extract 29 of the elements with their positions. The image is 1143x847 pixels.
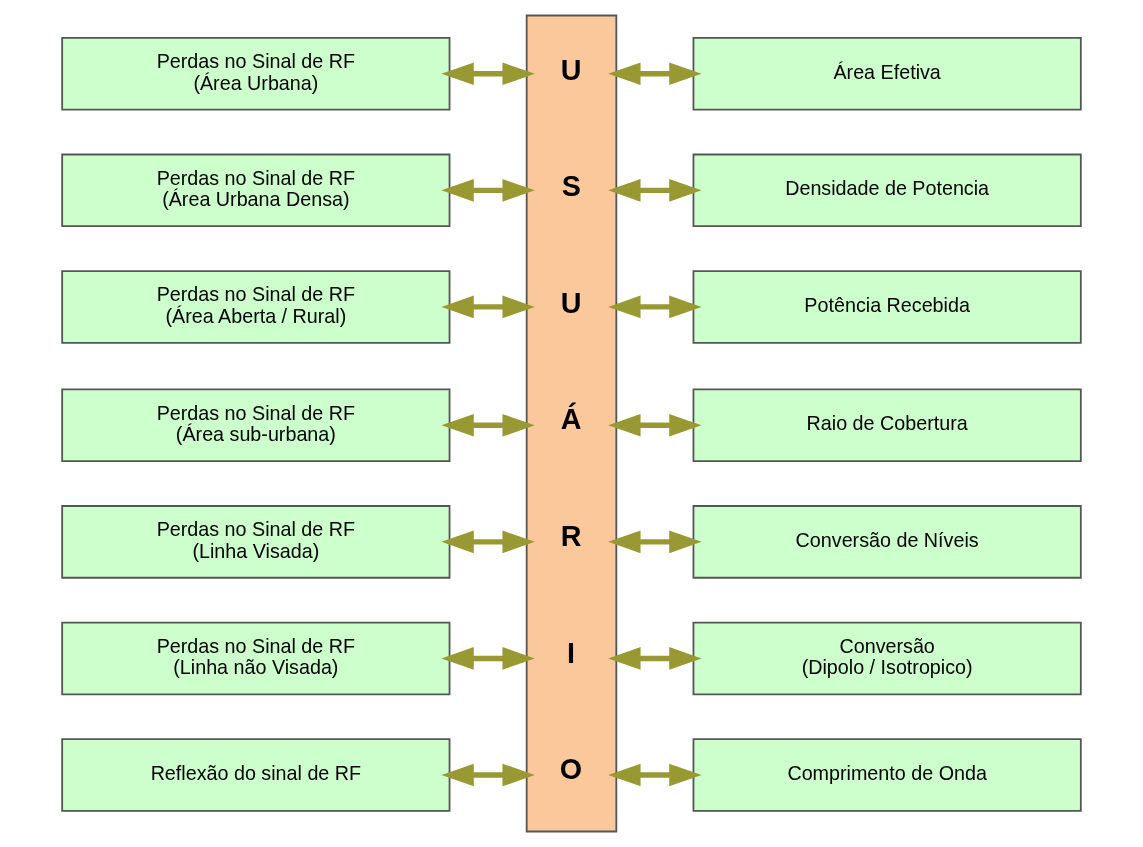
- node-box: Reflexão do sinal de RF: [61, 738, 451, 812]
- arrow: [441, 179, 535, 202]
- arrow: [608, 647, 702, 670]
- node-box: Perdas no Sinal de RF (Área Urbana): [61, 37, 451, 111]
- arrow: [441, 413, 535, 437]
- node-box: U S U Á R I O: [525, 14, 618, 833]
- node-box: Densidade de Potencia: [692, 153, 1082, 228]
- node-box: Perdas no Sinal de RF (Área Urbana Densa): [61, 153, 451, 228]
- arrow: [441, 763, 535, 787]
- arrow: [608, 295, 702, 319]
- node-box: Potência Recebida: [692, 270, 1082, 344]
- node-box: Conversão de Níveis: [692, 505, 1082, 579]
- arrow: [608, 413, 702, 437]
- arrow: [608, 179, 702, 202]
- arrow: [608, 763, 702, 787]
- arrow: [441, 530, 535, 554]
- node-box: Raio de Cobertura: [692, 388, 1082, 463]
- node-box: Perdas no Sinal de RF (Área sub-urbana): [61, 388, 451, 463]
- arrow: [608, 62, 702, 86]
- node-box: Conversão (Dipolo / Isotropico): [692, 621, 1082, 696]
- arrow: [441, 647, 535, 670]
- node-box: Perdas no Sinal de RF (Linha Visada): [61, 505, 451, 579]
- node-box: Perdas no Sinal de RF (Linha não Visada): [61, 621, 451, 696]
- node-box: Comprimento de Onda: [692, 738, 1082, 812]
- arrow: [441, 62, 535, 86]
- arrow: [441, 295, 535, 319]
- arrow: [608, 530, 702, 554]
- node-box: Perdas no Sinal de RF (Área Aberta / Rural): [61, 270, 451, 344]
- node-box: Área Efetiva: [692, 37, 1082, 111]
